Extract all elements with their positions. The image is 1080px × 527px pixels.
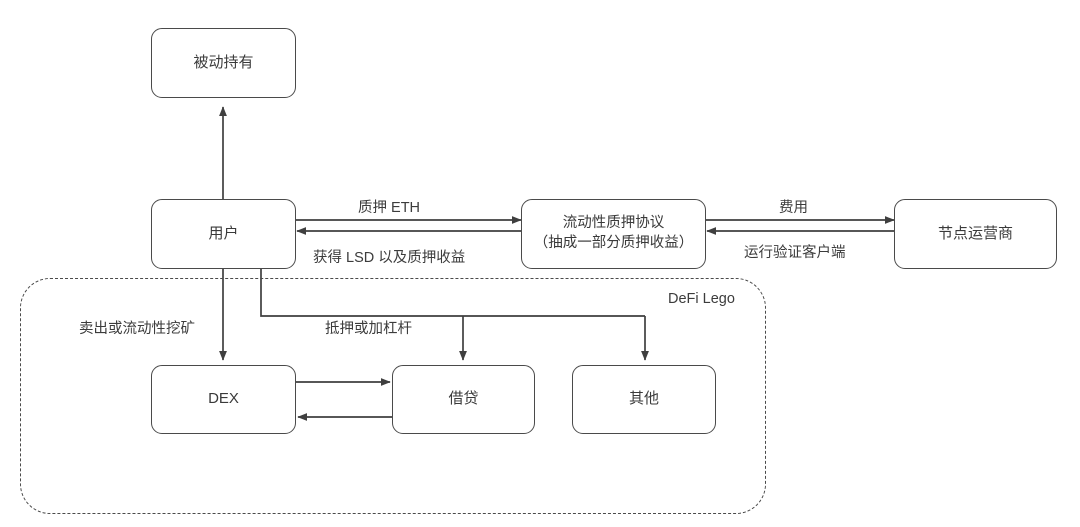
edge-label-fee: 费用 (779, 200, 808, 216)
node-user-label: 用户 (208, 224, 239, 242)
node-lsd-protocol-text: 流动性质押协议 （抽成一部分质押收益） (534, 214, 694, 253)
node-passive-holding-label: 被动持有 (193, 53, 254, 71)
node-user[interactable]: 用户 (151, 199, 296, 269)
node-dex-label: DEX (208, 390, 239, 408)
node-node-operator-label: 节点运营商 (937, 224, 1013, 242)
node-lending[interactable]: 借贷 (392, 365, 535, 434)
node-other-label: 其他 (628, 390, 659, 408)
node-dex[interactable]: DEX (151, 365, 296, 434)
edge-user-branch-trunk (260, 269, 645, 317)
node-passive-holding[interactable]: 被动持有 (151, 28, 296, 98)
edge-label-stake-eth: 质押 ETH (358, 200, 421, 216)
node-lsd-protocol-label-line1: 流动性质押协议 (562, 215, 665, 232)
edge-label-run-validator-client: 运行验证客户端 (744, 245, 846, 261)
edge-label-receive-lsd: 获得 LSD 以及质押收益 (313, 250, 466, 266)
node-lending-label: 借贷 (448, 390, 479, 408)
defi-lego-group (20, 278, 766, 514)
defi-lego-group-label: DeFi Lego (668, 291, 735, 307)
node-node-operator[interactable]: 节点运营商 (894, 199, 1057, 269)
node-lsd-protocol[interactable]: 流动性质押协议 （抽成一部分质押收益） (521, 199, 706, 269)
edge-label-sell-or-lp-mining: 卖出或流动性挖矿 (79, 321, 195, 337)
edge-label-collateral-or-leverage: 抵押或加杠杆 (325, 321, 412, 337)
node-other[interactable]: 其他 (572, 365, 716, 434)
node-lsd-protocol-label-line2: （抽成一部分质押收益） (533, 235, 694, 251)
